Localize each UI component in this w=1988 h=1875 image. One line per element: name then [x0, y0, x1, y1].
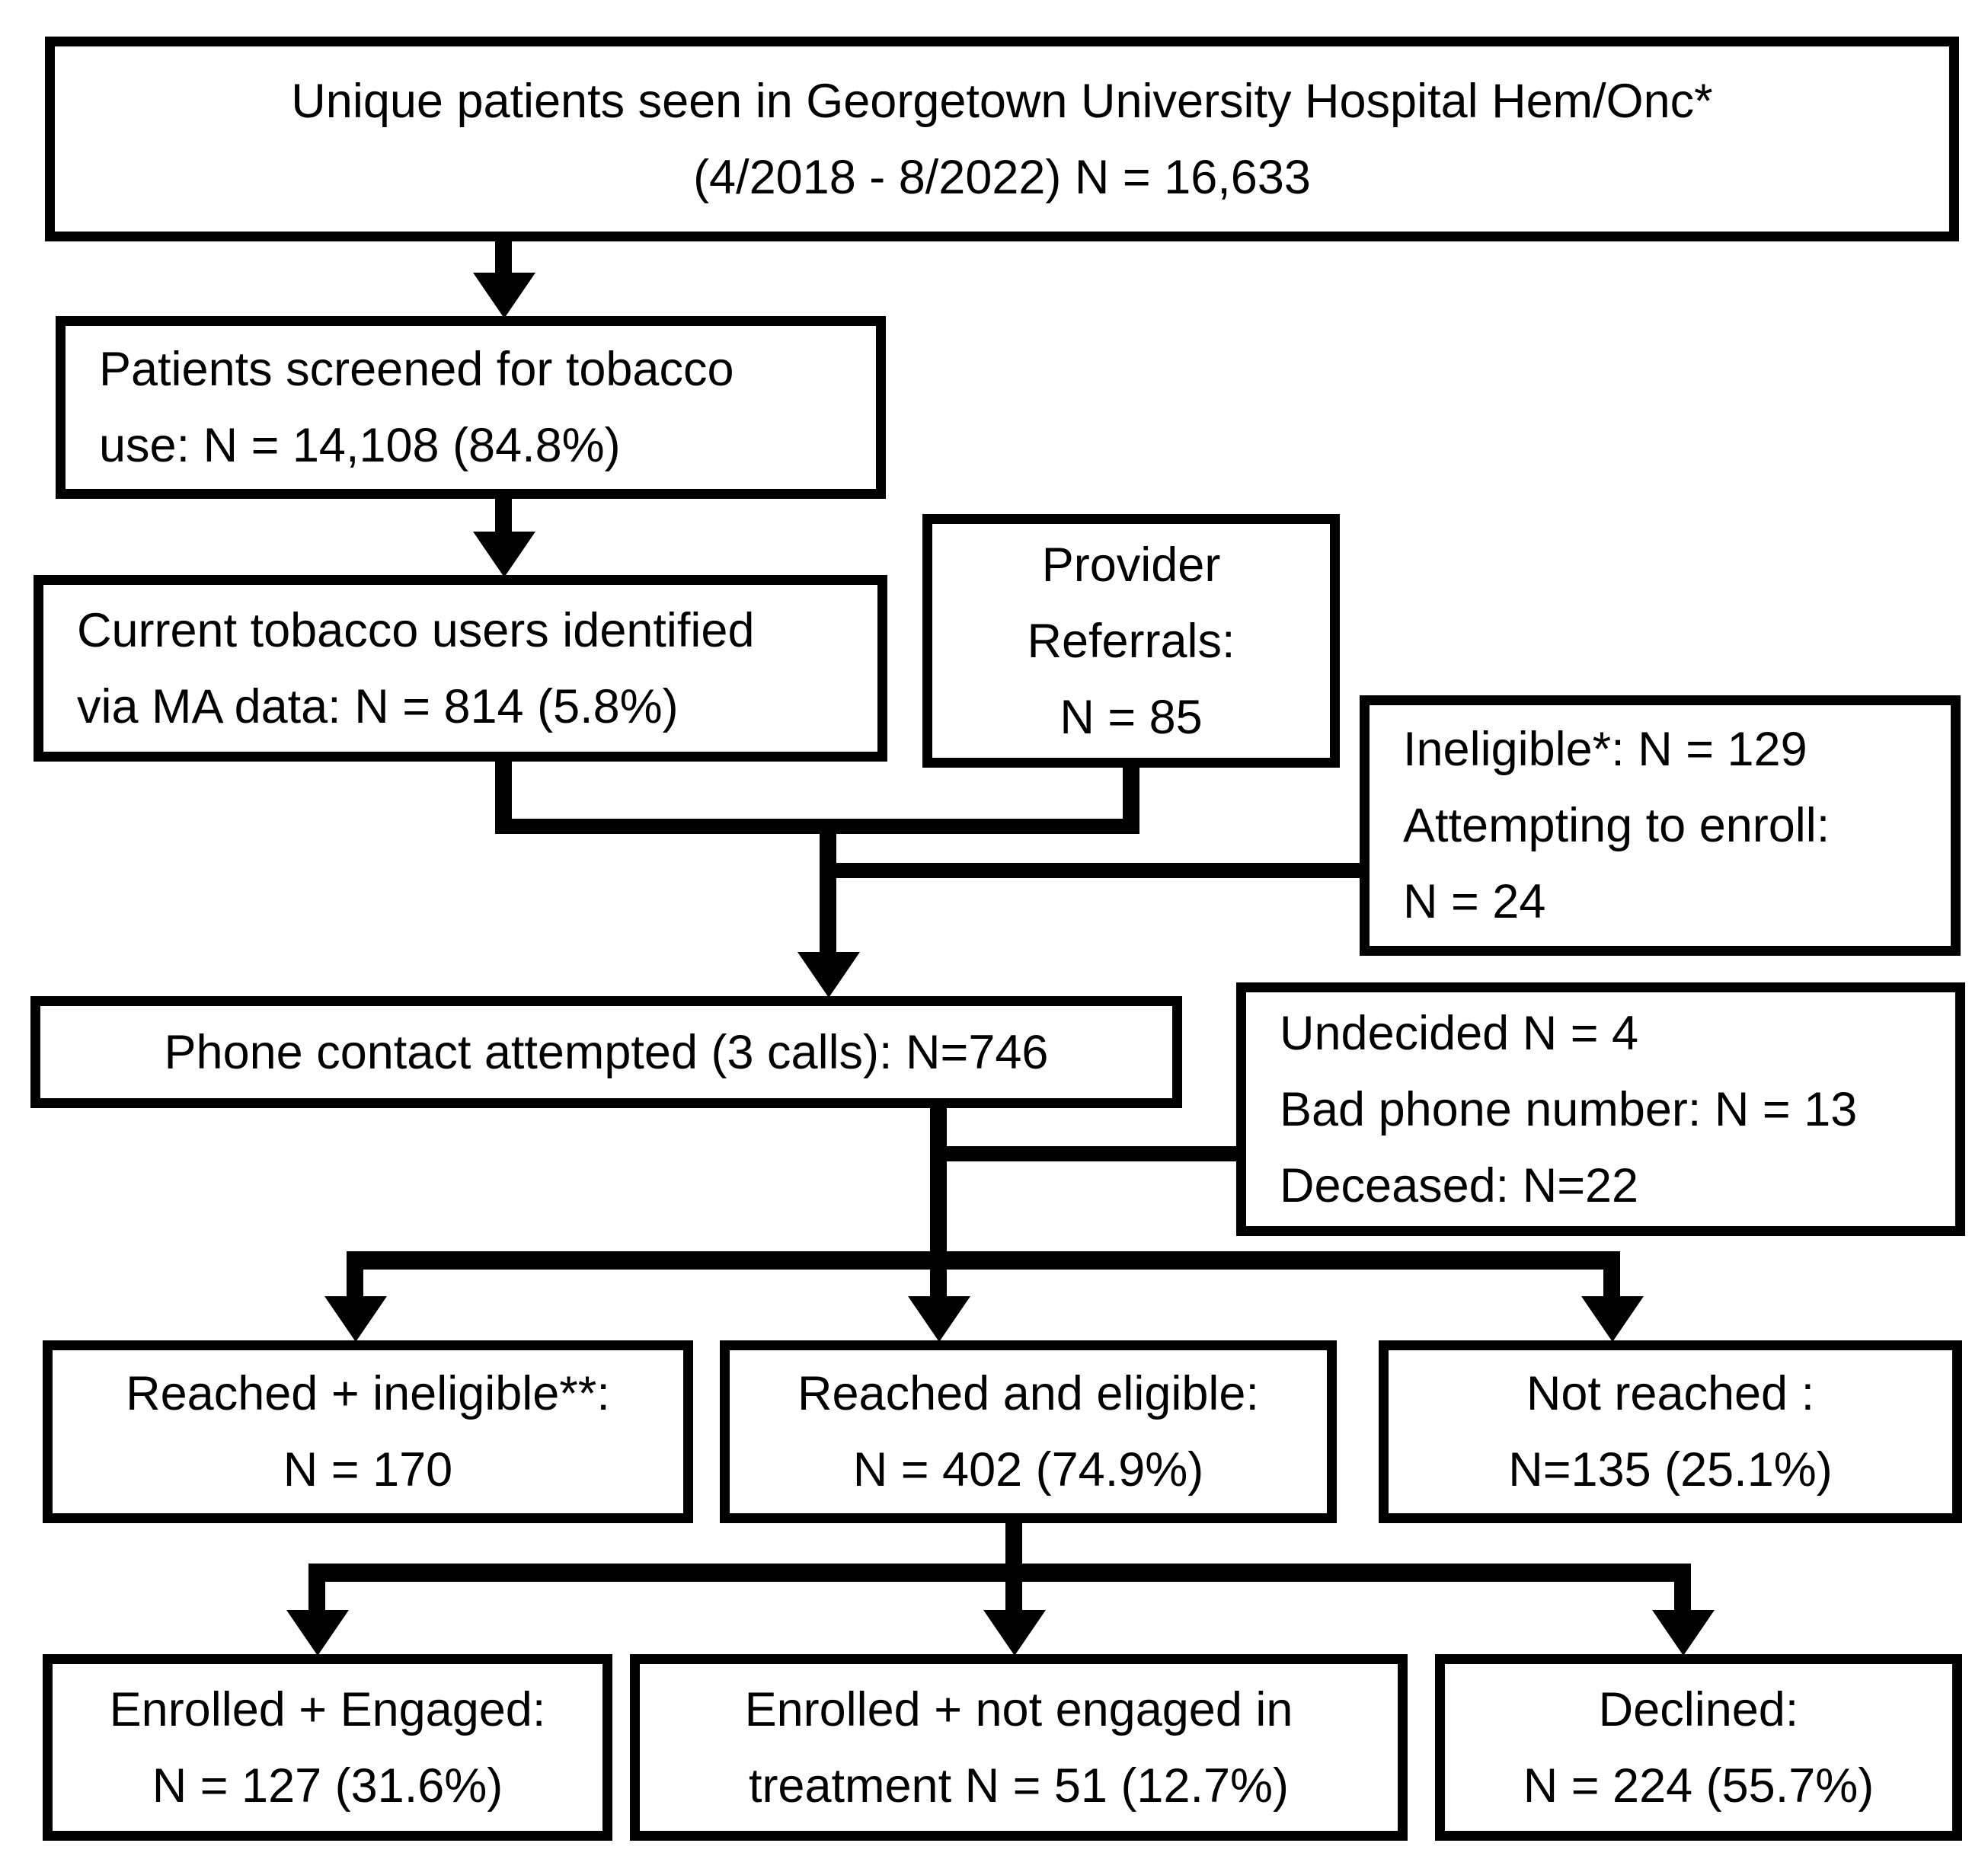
- connector-split2-left-shaft: [308, 1576, 325, 1611]
- connector-split1-left-shaft: [347, 1264, 363, 1298]
- arrowhead-down-icon: [286, 1610, 349, 1656]
- box-provider-referrals: Provider Referrals: N = 85: [922, 514, 1340, 768]
- box-phone-contact-line1: Phone contact attempted (3 calls): N=746: [164, 1025, 1049, 1079]
- box-not-reached-line2: N=135 (25.1%): [1508, 1443, 1833, 1496]
- box-not-contactable-line1: Undecided N = 4: [1280, 1006, 1639, 1060]
- connector-split-bar-enrollment: [308, 1564, 1691, 1582]
- connector-provider-stub: [1123, 764, 1139, 834]
- arrowhead-down-icon: [797, 952, 860, 998]
- box-not-contactable: Undecided N = 4 Bad phone number: N = 13…: [1236, 982, 1965, 1236]
- box-unique-patients: Unique patients seen in Georgetown Unive…: [45, 37, 1959, 241]
- box-ineligible-line1: Ineligible*: N = 129: [1403, 723, 1807, 776]
- box-provider-referrals-line1: Provider: [1041, 538, 1221, 592]
- box-unique-patients-line1: Unique patients seen in Georgetown Unive…: [291, 74, 1713, 128]
- box-provider-referrals-line2: Referrals:: [1027, 614, 1235, 668]
- box-not-contactable-line3: Deceased: N=22: [1280, 1158, 1639, 1212]
- arrowhead-down-icon: [1581, 1296, 1644, 1342]
- box-declined-line1: Declined:: [1598, 1682, 1799, 1736]
- box-current-tobacco-users-line1: Current tobacco users identified: [77, 603, 755, 657]
- box-enrolled-engaged-line2: N = 127 (31.6%): [152, 1758, 503, 1813]
- box-patients-screened-line1: Patients screened for tobacco: [99, 343, 734, 396]
- box-declined: Declined: N = 224 (55.7%): [1435, 1654, 1962, 1841]
- box-enrolled-engaged: Enrolled + Engaged: N = 127 (31.6%): [43, 1654, 612, 1841]
- box-reached-eligible: Reached and eligible: N = 402 (74.9%): [720, 1340, 1337, 1523]
- box-not-contactable-line2: Bad phone number: N = 13: [1280, 1082, 1858, 1136]
- connector-split1-right-shaft: [1603, 1264, 1620, 1298]
- box-current-tobacco-users-line2: via MA data: N = 814 (5.8%): [77, 679, 679, 733]
- connector-undecided-branch: [930, 1146, 1236, 1161]
- arrowhead-down-icon: [1652, 1610, 1715, 1656]
- connector-split1-middle-shaft: [930, 1264, 947, 1298]
- connector-screened-to-ma-shaft: [495, 495, 512, 537]
- connector-merge-bar: [495, 819, 1139, 834]
- box-ineligible-line3: N = 24: [1403, 875, 1546, 928]
- connector-merge-to-phone-shaft: [820, 819, 836, 952]
- box-reached-eligible-line2: N = 402 (74.9%): [852, 1443, 1204, 1496]
- box-unique-patients-line2: (4/2018 - 8/2022) N = 16,633: [693, 150, 1311, 204]
- arrowhead-down-icon: [473, 273, 535, 318]
- box-enrolled-not-engaged: Enrolled + not engaged in treatment N = …: [630, 1654, 1408, 1841]
- connector-split-bar-reached: [347, 1251, 1620, 1270]
- connector-phone-down-shaft: [930, 1103, 947, 1268]
- arrowhead-down-icon: [908, 1296, 970, 1342]
- box-reached-eligible-line1: Reached and eligible:: [797, 1367, 1259, 1420]
- box-ineligible: Ineligible*: N = 129 Attempting to enrol…: [1360, 695, 1961, 956]
- connector-ma-stub: [495, 758, 512, 834]
- box-enrolled-not-engaged-line1: Enrolled + not engaged in: [744, 1682, 1293, 1736]
- box-reached-ineligible: Reached + ineligible**: N = 170: [43, 1340, 693, 1523]
- box-patients-screened: Patients screened for tobacco use: N = 1…: [56, 316, 886, 499]
- box-not-reached-line1: Not reached :: [1526, 1367, 1815, 1420]
- arrowhead-down-icon: [983, 1610, 1046, 1656]
- box-reached-ineligible-line1: Reached + ineligible**:: [126, 1367, 610, 1420]
- box-phone-contact: Phone contact attempted (3 calls): N=746: [30, 996, 1182, 1108]
- box-enrolled-engaged-line1: Enrolled + Engaged:: [109, 1682, 546, 1736]
- box-patients-screened-line2: use: N = 14,108 (84.8%): [99, 419, 621, 472]
- connector-split2-middle-shaft: [1005, 1576, 1022, 1611]
- box-enrolled-not-engaged-line2: treatment N = 51 (12.7%): [748, 1758, 1290, 1813]
- box-current-tobacco-users: Current tobacco users identified via MA …: [34, 575, 887, 762]
- box-declined-line2: N = 224 (55.7%): [1523, 1758, 1875, 1813]
- connector-unique-to-screened-shaft: [495, 236, 512, 278]
- box-not-reached: Not reached : N=135 (25.1%): [1379, 1340, 1962, 1523]
- arrowhead-down-icon: [324, 1296, 387, 1342]
- box-provider-referrals-line3: N = 85: [1060, 690, 1203, 744]
- connector-split2-right-shaft: [1674, 1576, 1691, 1611]
- arrowhead-down-icon: [473, 532, 535, 577]
- box-ineligible-line2: Attempting to enroll:: [1403, 799, 1830, 852]
- box-reached-ineligible-line2: N = 170: [283, 1443, 453, 1496]
- connector-ineligible-branch: [820, 863, 1360, 878]
